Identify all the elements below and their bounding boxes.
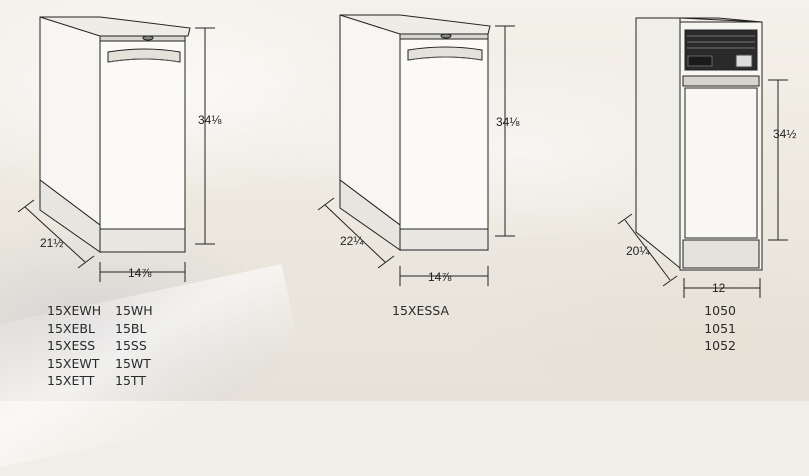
model-list-3: 1050 1051 1052 [694, 302, 736, 355]
model-row: 15XEWH 15WH [47, 302, 153, 320]
model-number: 15XESS [47, 338, 96, 353]
height-label: 34⅛ [198, 113, 222, 127]
model-number: 15XEBL [47, 320, 95, 336]
model-row: 15XEWT 15WT [47, 355, 153, 373]
model-row: 15XEBL 15BL [47, 320, 153, 338]
model-number: 1052 [704, 338, 736, 353]
model-number: 15TT [115, 373, 146, 388]
model-number: 1050 [704, 303, 736, 318]
model-number: 15SS [115, 338, 147, 353]
model-number: 15XEWH [47, 303, 102, 318]
appliance-1-drawing [17, 16, 215, 282]
depth-label: 22¼ [340, 234, 364, 248]
height-label: 34⅛ [496, 115, 520, 129]
appliance-3-drawing [617, 17, 788, 298]
model-row: 15XESS 15SS [47, 337, 153, 355]
model-number: 15WH [115, 303, 153, 318]
depth-label: 21½ [40, 236, 64, 250]
model-number: 15XEWT [47, 355, 100, 371]
width-label: 12 [712, 281, 726, 295]
appliance-2-drawing [317, 14, 515, 286]
appliance-drawings [17, 14, 788, 298]
model-number: 15BL [115, 320, 147, 336]
model-number: 1051 [704, 320, 736, 336]
model-list-1: 15XEWH 15WH 15XEBL 15BL 15XESS 15SS 15XE… [47, 302, 153, 390]
model-number: 15XESSA [392, 303, 450, 318]
model-row: 15XETT 15TT [47, 372, 153, 390]
model-number: 15XETT [47, 373, 95, 388]
model-number: 15WT [115, 355, 151, 371]
model-list-2: 15XESSA [392, 302, 449, 320]
depth-label: 20¼ [626, 244, 650, 258]
height-label: 34½ [773, 127, 797, 141]
width-label: 14⅞ [428, 270, 452, 284]
width-label: 14⅞ [128, 266, 152, 280]
